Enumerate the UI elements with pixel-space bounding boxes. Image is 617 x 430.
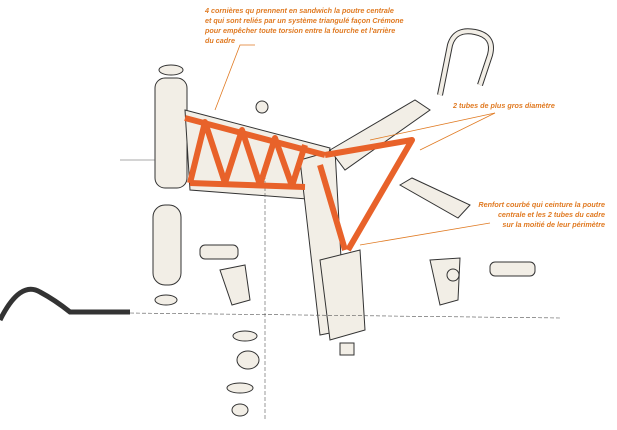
head-tube-cap: [158, 64, 184, 76]
annotation-line: centrale et les 2 tubes du cadre: [497, 210, 605, 219]
bottom-corniere: [189, 180, 306, 190]
rear-lower-frame: [319, 249, 366, 341]
mount-3: [226, 382, 254, 394]
annotation-line: 2 tubes de plus gros diamètre: [453, 101, 555, 110]
mount-4: [231, 403, 249, 417]
mount-2: [236, 350, 260, 370]
washer: [255, 100, 269, 114]
right-footpeg: [489, 261, 536, 277]
fork-bottom-cap: [154, 294, 178, 306]
annotation-line: pour empêcher toute torsion entre la fou…: [205, 26, 396, 35]
annotation-line: sur la moitié de leur périmètre: [502, 220, 605, 229]
annotation-line: du cadre: [205, 36, 235, 45]
left-footpeg-bracket: [219, 264, 251, 306]
bushing: [446, 268, 460, 282]
leader-tubes-1: [369, 112, 496, 141]
annotation-tubes: 2 tubes de plus gros diamètre: [453, 101, 555, 111]
annotation-line: Renfort courbé qui ceinture la poutre: [478, 200, 605, 209]
annotation-cornieres: 4 cornières qu prennent en sandwich la p…: [205, 6, 404, 46]
annotation-line: 4 cornières qu prennent en sandwich la p…: [205, 6, 394, 15]
head-tube: [154, 77, 188, 189]
leader-tubes-2: [419, 112, 496, 151]
leader-cornieres: [214, 44, 255, 111]
leader-renfort: [359, 222, 491, 246]
battery-box: [398, 177, 471, 219]
small-block: [339, 342, 355, 356]
right-footpeg-bracket: [429, 257, 461, 306]
triangulation: [187, 119, 308, 189]
axle-bar: [0, 286, 130, 322]
fork-tube: [152, 204, 182, 286]
big-tube-1: [324, 137, 415, 252]
annotation-line: et qui sont reliés par un système triang…: [205, 16, 404, 25]
seat-support: [329, 99, 431, 171]
left-footpeg: [199, 244, 239, 260]
annotation-renfort: Renfort courbé qui ceinture la poutre ce…: [478, 200, 605, 230]
mount-1: [232, 330, 258, 342]
big-tube-2: [317, 164, 348, 251]
orange-reinforcement: [184, 115, 415, 252]
